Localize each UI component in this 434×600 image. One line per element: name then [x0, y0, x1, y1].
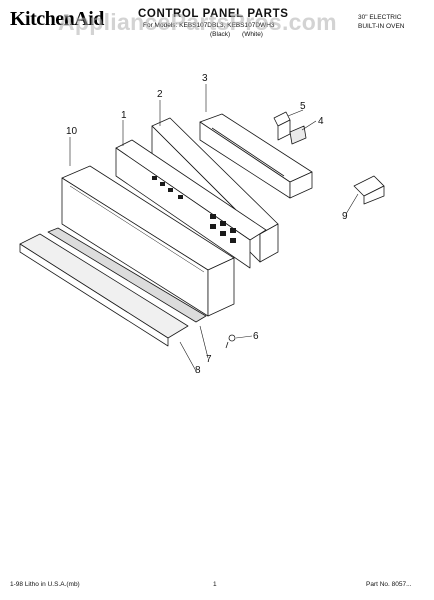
- part-10-front-trim: [61, 165, 235, 317]
- callout-9: 9: [342, 211, 348, 222]
- color-labels: (Black) (White): [210, 31, 263, 38]
- part-6-screw: [225, 334, 236, 349]
- footer-page-number: 1: [213, 581, 217, 588]
- brand-logo: KitchenAid: [10, 8, 104, 30]
- model-numbers: For Models: KEBS107DBL3, KEBS107DWH3: [143, 22, 275, 29]
- page-title: CONTROL PANEL PARTS: [138, 8, 289, 20]
- footer-part-number: Part No. 8057...: [366, 581, 412, 588]
- callout-7: 7: [206, 354, 212, 365]
- watermark: AppliancePartsPros.com: [58, 9, 337, 35]
- callout-6: 6: [253, 331, 259, 342]
- callout-10: 10: [66, 126, 78, 137]
- callout-5: 5: [300, 101, 306, 112]
- part-7-gasket: [47, 227, 207, 323]
- part-1-panel-board: [115, 139, 267, 269]
- footer-litho: 1-98 Litho in U.S.A.(mb): [10, 581, 80, 588]
- part-3-control-housing: [199, 113, 313, 199]
- callout-1: 1: [121, 110, 127, 121]
- callout-3: 3: [202, 73, 208, 84]
- product-label: 30" ELECTRIC BUILT-IN OVEN: [358, 14, 405, 30]
- part-5-bracket: [273, 111, 291, 141]
- callout-8: 8: [195, 365, 201, 376]
- part-8-lower-trim: [19, 233, 189, 347]
- part-9-bracket: [353, 175, 385, 205]
- callout-4: 4: [318, 116, 324, 127]
- callout-2: 2: [157, 89, 163, 100]
- part-4-clip: [289, 125, 307, 145]
